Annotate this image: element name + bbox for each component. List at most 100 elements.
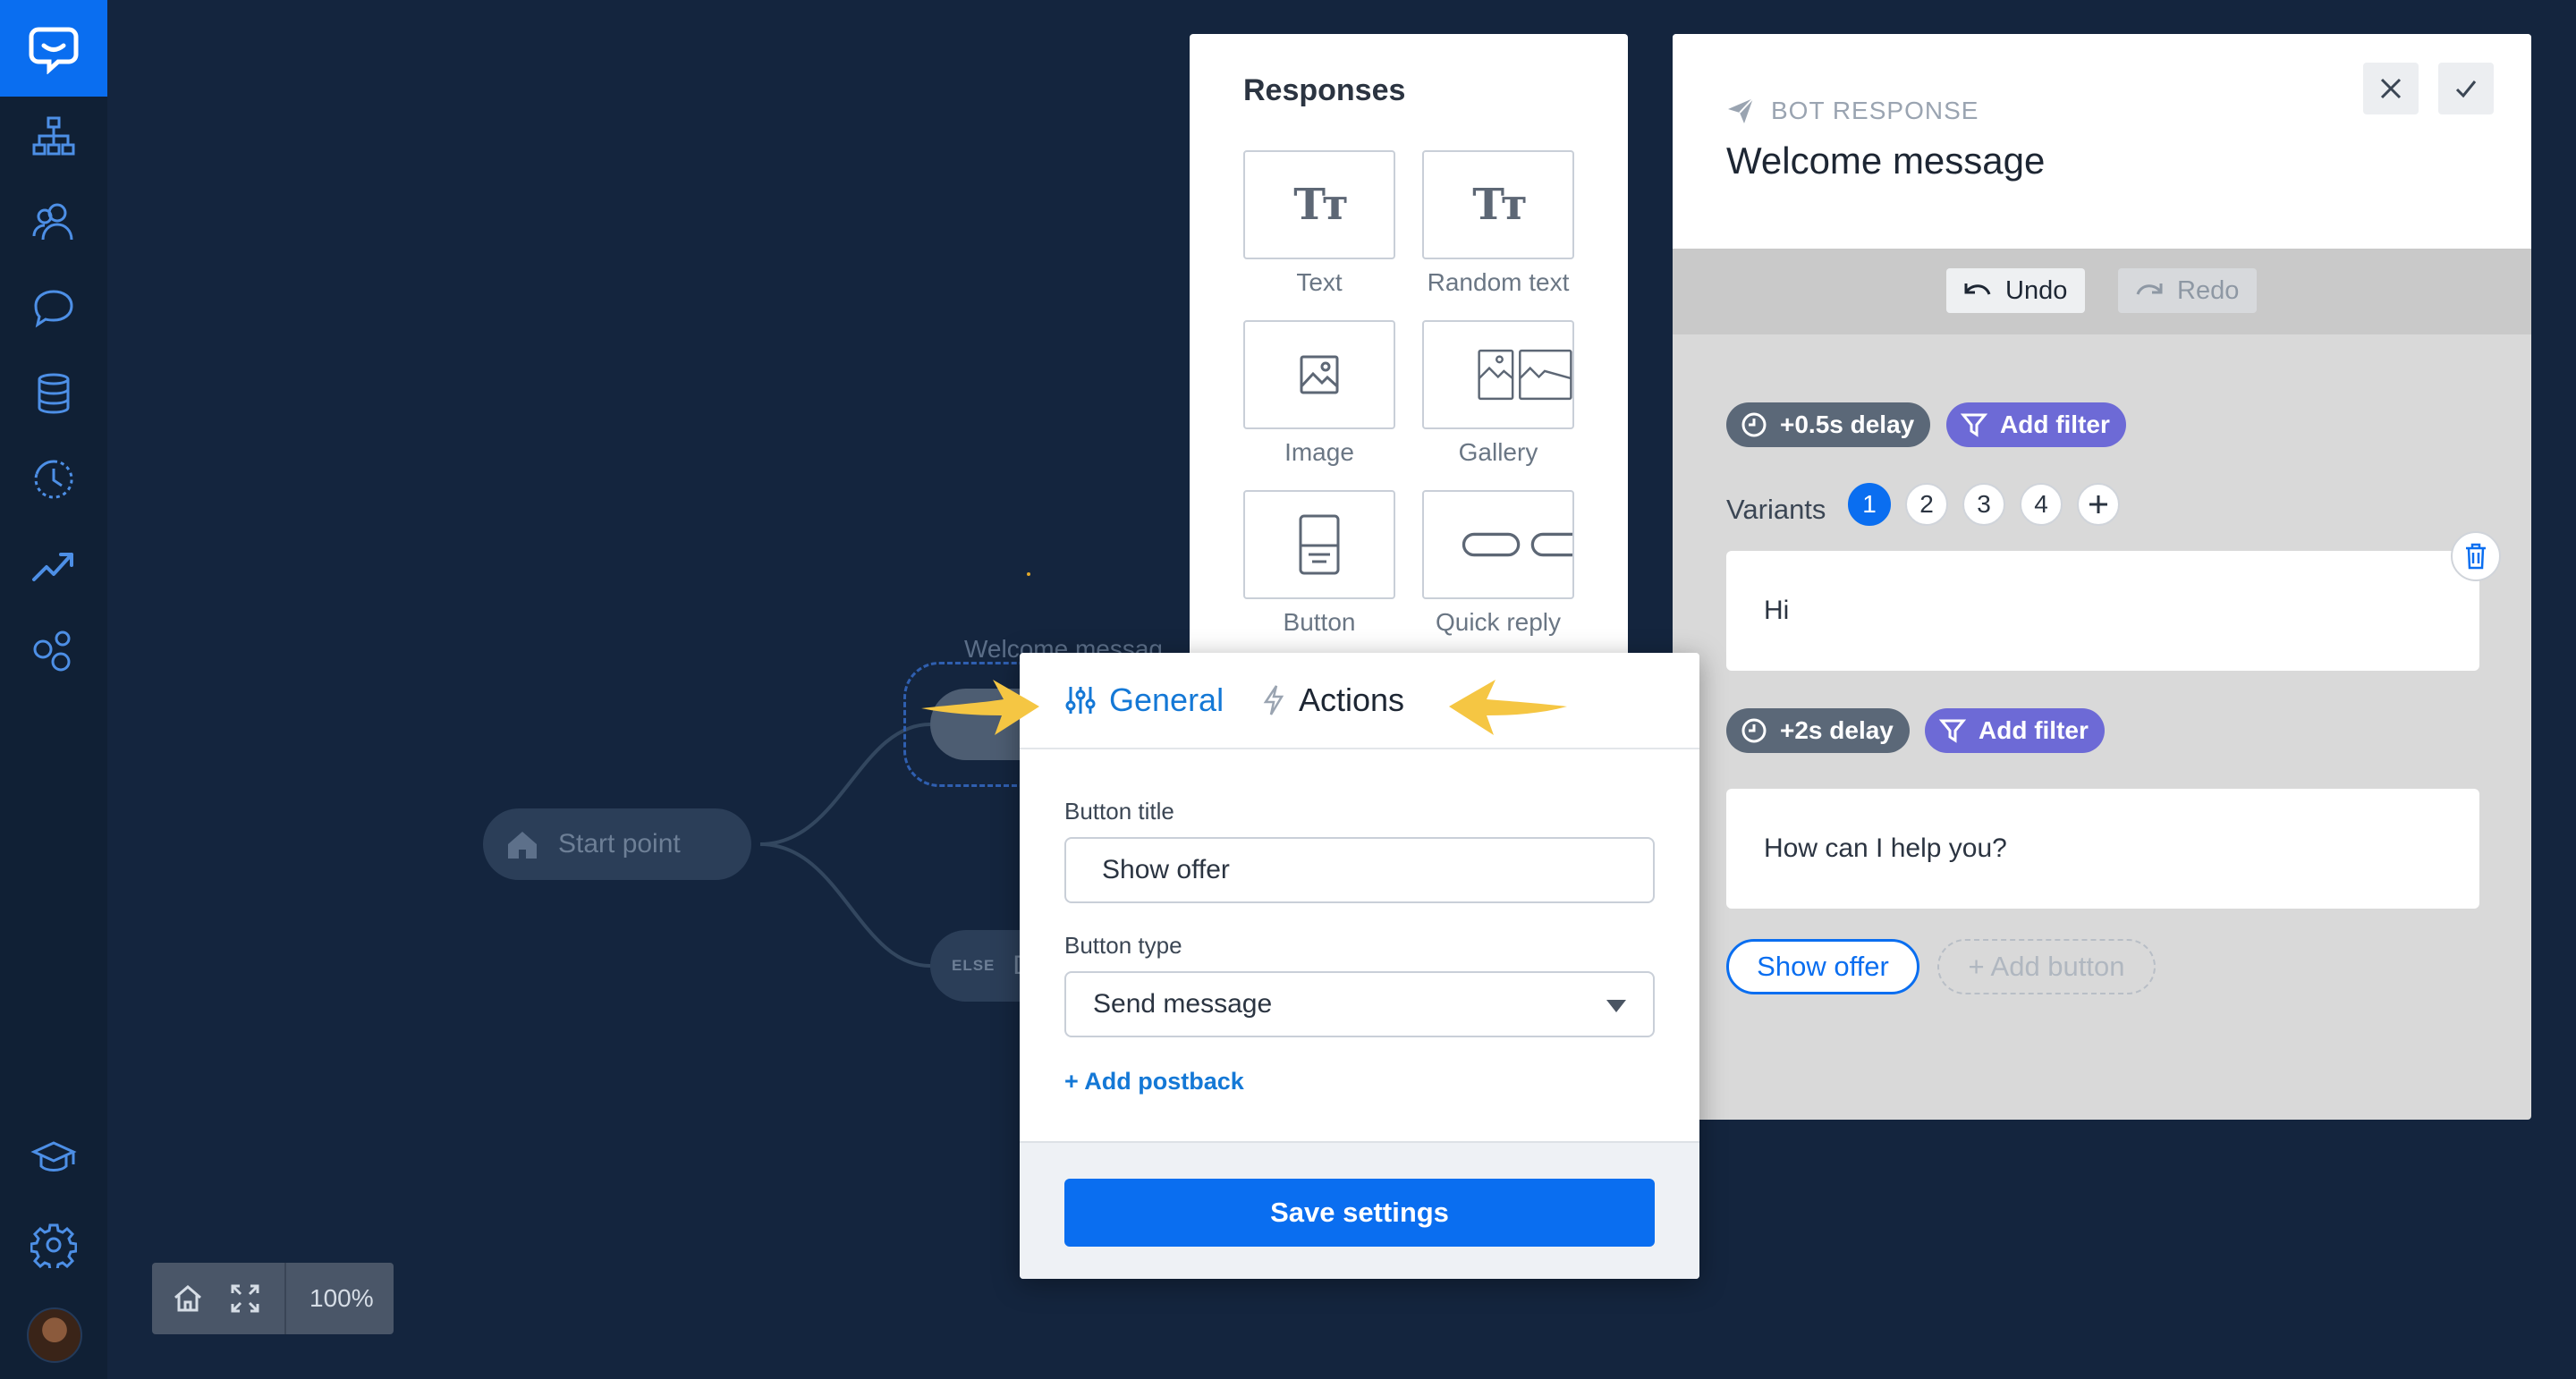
variant-1[interactable]: 1 <box>1848 483 1891 526</box>
paper-plane-icon <box>1728 97 1754 123</box>
sliders-icon <box>1065 687 1096 714</box>
tile-label: Text <box>1296 268 1343 296</box>
redo-button[interactable]: Redo <box>2118 268 2258 313</box>
sidebar-item-learn[interactable] <box>29 1134 79 1184</box>
zoom-level[interactable]: 100% <box>309 1284 374 1312</box>
dropdown-caret-icon <box>1606 1000 1626 1012</box>
users-icon <box>32 203 73 241</box>
tile-box <box>1243 320 1395 429</box>
show-offer-button[interactable]: Show offer <box>1726 939 1919 994</box>
tile-label: Quick reply <box>1435 608 1562 636</box>
undo-button[interactable]: Undo <box>1946 268 2086 313</box>
clock-icon <box>1741 718 1767 743</box>
message-text-2[interactable]: How can I help you? <box>1726 789 2479 909</box>
bot-response-kicker: BOT RESPONSE <box>1726 97 1979 125</box>
home-icon <box>508 832 537 859</box>
start-point-node[interactable]: Start point <box>483 808 751 880</box>
add-button[interactable]: + Add button <box>1937 939 2156 994</box>
add-filter-label: Add filter <box>1979 716 2089 744</box>
gear-icon <box>30 1223 77 1268</box>
tile-box: Tт <box>1243 150 1395 259</box>
delay-label: +2s delay <box>1780 716 1894 744</box>
sidebar-item-audience[interactable] <box>29 197 79 247</box>
bot-response-header: BOT RESPONSE Welcome message <box>1673 34 2531 249</box>
tile-label: Gallery <box>1458 438 1538 466</box>
close-icon <box>2380 78 2402 99</box>
chatbot-logo[interactable] <box>0 0 107 97</box>
sidebar-item-stories[interactable] <box>29 111 79 161</box>
plus-icon <box>2089 495 2107 513</box>
image-icon <box>1300 355 1339 394</box>
center-home-button[interactable] <box>159 1263 216 1334</box>
sidebar-item-chat[interactable] <box>29 283 79 333</box>
response-tile-image[interactable]: Image <box>1243 320 1395 467</box>
undo-redo-bar: Undo Redo <box>1673 249 2531 334</box>
add-filter-chip[interactable]: Add filter <box>1925 708 2105 753</box>
delay-chip[interactable]: +2s delay <box>1726 708 1910 753</box>
quick-reply-icon <box>1462 532 1572 557</box>
delete-message-button[interactable] <box>2451 531 2501 581</box>
tile-label: Button <box>1283 608 1356 636</box>
fullscreen-button[interactable] <box>216 1263 274 1334</box>
tile-box: Tт <box>1422 150 1574 259</box>
bot-response-kicker-label: BOT RESPONSE <box>1771 97 1979 124</box>
add-filter-label: Add filter <box>2000 410 2110 438</box>
welcome-node-selection <box>903 662 1029 787</box>
tile-label: Image <box>1284 438 1354 466</box>
response-tile-random-text[interactable]: Tт Random text <box>1422 150 1574 297</box>
highlight-arrow-right-icon <box>921 680 1039 735</box>
flow-connectors <box>759 572 1030 968</box>
button-type-label: Button type <box>1064 932 1182 959</box>
lightning-icon <box>1263 685 1284 715</box>
response-tile-gallery[interactable]: Gallery <box>1422 320 1574 467</box>
sidebar-item-history[interactable] <box>29 454 79 504</box>
check-icon <box>2455 80 2477 98</box>
clock-icon <box>1741 412 1767 437</box>
button-title-input[interactable]: Show offer <box>1064 837 1655 903</box>
expand-icon <box>231 1284 259 1313</box>
sidebar-item-integrations[interactable] <box>29 626 79 676</box>
add-postback-link[interactable]: + Add postback <box>1064 1068 1244 1095</box>
confirm-button[interactable] <box>2438 63 2494 114</box>
close-button[interactable] <box>2363 63 2419 114</box>
message-text-1[interactable]: Hi <box>1726 551 2479 671</box>
response-tile-button[interactable]: Button <box>1243 490 1395 637</box>
sidebar-item-data[interactable] <box>29 368 79 419</box>
bot-response-title: Welcome message <box>1726 140 2046 182</box>
sidebar-item-analytics[interactable] <box>29 540 79 590</box>
text-icon: Tт <box>1293 180 1349 230</box>
trend-chart-icon <box>32 553 73 581</box>
home-outline-icon <box>174 1285 201 1312</box>
button-type-select[interactable]: Send message <box>1064 971 1655 1037</box>
add-variant-button[interactable] <box>2077 483 2120 526</box>
variant-4[interactable]: 4 <box>2020 483 2063 526</box>
filter-icon <box>1939 719 1966 743</box>
history-clock-icon <box>34 460 73 499</box>
button-icon <box>1299 514 1340 575</box>
redo-label: Redo <box>2177 275 2240 305</box>
filter-icon <box>1961 413 1987 437</box>
highlight-arrow-left-icon <box>1449 680 1567 735</box>
delay-label: +0.5s delay <box>1780 410 1915 438</box>
variant-3[interactable]: 3 <box>1962 483 2005 526</box>
add-filter-chip[interactable]: Add filter <box>1946 402 2126 447</box>
response-tile-quick-reply[interactable]: Quick reply <box>1422 490 1574 637</box>
variants-label: Variants <box>1726 494 1826 525</box>
tab-general[interactable]: General <box>1064 681 1224 719</box>
tile-box <box>1422 490 1574 599</box>
undo-label: Undo <box>2005 275 2068 305</box>
else-tag: ELSE <box>952 957 996 974</box>
bubbles-icon <box>33 630 71 672</box>
chat-bubble-icon <box>34 290 73 328</box>
trash-icon <box>2466 543 2486 570</box>
save-settings-button[interactable]: Save settings <box>1064 1179 1655 1247</box>
variant-2[interactable]: 2 <box>1905 483 1948 526</box>
tile-box <box>1422 320 1574 429</box>
else-node[interactable]: ELSE D <box>930 930 1032 1002</box>
user-avatar[interactable] <box>27 1307 82 1363</box>
settings-tabs: General Actions <box>1020 653 1699 749</box>
tab-actions[interactable]: Actions <box>1261 681 1404 719</box>
response-tile-text[interactable]: Tт Text <box>1243 150 1395 297</box>
sidebar-item-settings[interactable] <box>29 1220 79 1270</box>
delay-chip[interactable]: +0.5s delay <box>1726 402 1931 447</box>
